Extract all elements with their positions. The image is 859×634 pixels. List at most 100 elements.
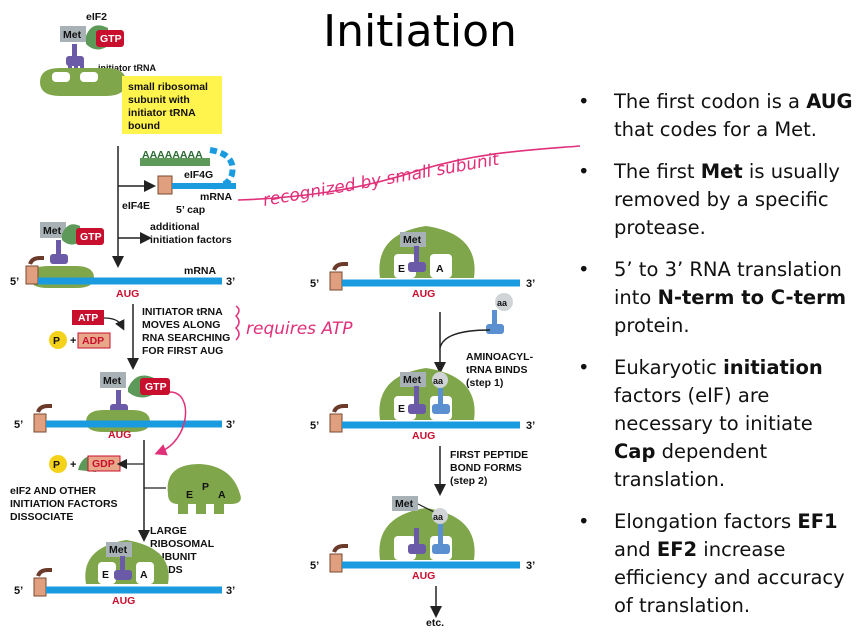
bullet-text: The first codon is a	[614, 90, 807, 113]
aminoacyl-line-1: AMINOACYL-	[466, 351, 534, 363]
bullet-text: factors (eIF) are necessary to initiate	[614, 384, 813, 435]
pi-label-1: P	[53, 335, 60, 347]
bullet-dot: •	[578, 160, 590, 183]
preinitiation-complex: Met GTP 5’ 3’ mRNA AUG	[10, 222, 235, 300]
peptide-line-3: (step 2)	[450, 475, 487, 487]
eif2-label: eIF2	[86, 11, 107, 23]
initiator-trna-shape	[66, 44, 84, 72]
callout-line-4: bound	[128, 120, 160, 132]
callout-line-3: initiator tRNA	[128, 107, 196, 119]
assembly-arrows	[112, 146, 156, 268]
page-title: Initiation	[323, 6, 517, 57]
met-label: Met	[63, 29, 82, 41]
plus-2: +	[70, 459, 76, 471]
bullet-emphasis: Cap	[614, 440, 656, 463]
complex-at-aug: Met GTP 5’ 3’ AUG	[14, 372, 235, 456]
five-prime-2: 5’	[10, 276, 19, 288]
initiator-trna-label: initiator tRNA	[98, 63, 156, 73]
gtp-label: GTP	[100, 33, 122, 45]
five-prime-5: 5’	[310, 278, 319, 290]
eif4e-label: eIF4E	[122, 200, 150, 212]
etc-label: etc.	[426, 617, 444, 629]
recognized-annotation: recognized by small subunit	[261, 149, 502, 210]
additional-label-2: initiation factors	[150, 234, 232, 246]
bullet-item: • 5’ to 3’ RNA translation into N-term to…	[578, 256, 856, 340]
aminoacyl-step: aa AMINOACYL- tRNA BINDS (step 1)	[434, 293, 534, 389]
gdp-label: GDP	[92, 458, 115, 470]
scanning-line-4: FOR FIRST AUG	[142, 345, 223, 357]
bullet-dot: •	[578, 90, 590, 113]
met-label-5: Met	[403, 234, 422, 246]
aa-label-2: aa	[433, 376, 444, 386]
additional-label-1: additional	[150, 221, 200, 233]
met-label-7: Met	[395, 498, 414, 510]
bullet-item: • The first codon is a AUG that codes for…	[578, 88, 856, 144]
bullet-text: The first	[614, 160, 701, 183]
bullet-text: Eukaryotic	[614, 356, 724, 379]
met-box	[60, 26, 86, 42]
bullet-item: •Elongation factors EF1 and EF2 increase…	[578, 508, 856, 620]
gtp-box	[96, 30, 124, 47]
site-p-free: P	[202, 481, 209, 493]
bullet-text: 5’ to 3’ RNA translation into	[614, 258, 842, 309]
mrna-label-1: mRNA	[200, 191, 233, 203]
mrna-label-2: mRNA	[184, 265, 217, 277]
bullet-emphasis: EF2	[656, 538, 698, 561]
bullet-emphasis: AUG	[806, 90, 853, 113]
scanning-step: ATP P + ADP INITIATOR tRNA MOVES ALONG R…	[49, 304, 353, 370]
dissociate-line-2: INITIATION FACTORS	[10, 498, 118, 510]
bullet-emphasis: N-term to C-term	[657, 286, 847, 309]
bullet-item: •The first Met is usually removed by a s…	[578, 158, 856, 242]
aug-label-4: AUG	[112, 595, 135, 607]
peptide-step: FIRST PEPTIDE BOND FORMS (step 2)	[434, 446, 528, 496]
scanning-line-2: MOVES ALONG	[142, 319, 220, 331]
large-line-1: LARGE	[150, 525, 187, 537]
ribosome-right-2: Met aa E 5’ 3’ AUG	[310, 368, 535, 442]
callout-line-2: subunit with	[128, 94, 190, 106]
three-prime-4: 3’	[226, 585, 235, 597]
scanning-line-1: INITIATOR tRNA	[142, 306, 223, 318]
site-e-free: E	[186, 489, 193, 501]
three-prime-3: 3’	[226, 419, 235, 431]
large-subunit-free	[167, 464, 241, 514]
bullet-text: increase efficiency and accuracy of tran…	[614, 538, 845, 617]
bullet-emphasis: Met	[700, 160, 743, 183]
bullet-text: that codes for a Met.	[614, 118, 818, 141]
site-a-4: A	[140, 569, 148, 581]
met-label-4: Met	[109, 544, 128, 556]
aug-label-2: AUG	[116, 288, 139, 300]
five-prime-4: 5’	[14, 585, 23, 597]
site-e-4: E	[102, 569, 109, 581]
plus-1: +	[70, 335, 76, 347]
three-prime-2: 3’	[226, 276, 235, 288]
bullet-text: Elongation factors	[614, 510, 798, 533]
callout-box	[122, 76, 222, 134]
annotation-link-line	[237, 145, 581, 201]
bullet-item: •Eukaryotic initiation factors (eIF) are…	[578, 354, 856, 494]
bullet-dot: •	[578, 258, 590, 281]
five-prime-3: 5’	[14, 419, 23, 431]
aug-label-7: AUG	[412, 570, 435, 582]
met-label-6: Met	[403, 374, 422, 386]
bullet-text: protein.	[614, 314, 690, 337]
aug-label-5: AUG	[412, 288, 435, 300]
five-prime-7: 5’	[310, 560, 319, 572]
ribosome-right-3: Met aa 5’ 3’ AUG etc.	[310, 496, 535, 629]
aug-label-6: AUG	[412, 430, 435, 442]
callout-line-1: small ribosomal	[128, 81, 208, 93]
bullet-emphasis: EF1	[797, 510, 838, 533]
dissociate-line-3: DISSOCIATE	[10, 511, 73, 523]
scanning-line-3: RNA SEARCHING	[142, 332, 230, 344]
bullet-text: dependent translation.	[614, 440, 768, 491]
aug-label-3: AUG	[108, 429, 131, 441]
three-prime-5: 3’	[526, 278, 535, 290]
requires-atp-annotation: requires ATP	[246, 319, 353, 339]
bullet-list: • The first codon is a AUG that codes for…	[578, 88, 856, 634]
aa-label-3: aa	[433, 512, 444, 522]
gtp-label-2: GTP	[80, 231, 102, 243]
eif4g-label: eIF4G	[184, 169, 213, 181]
peptide-line-2: BOND FORMS	[450, 462, 522, 474]
bullet-text: and	[614, 538, 657, 561]
bullet-dot: •	[578, 356, 590, 379]
pi-label-2: P	[53, 459, 60, 471]
